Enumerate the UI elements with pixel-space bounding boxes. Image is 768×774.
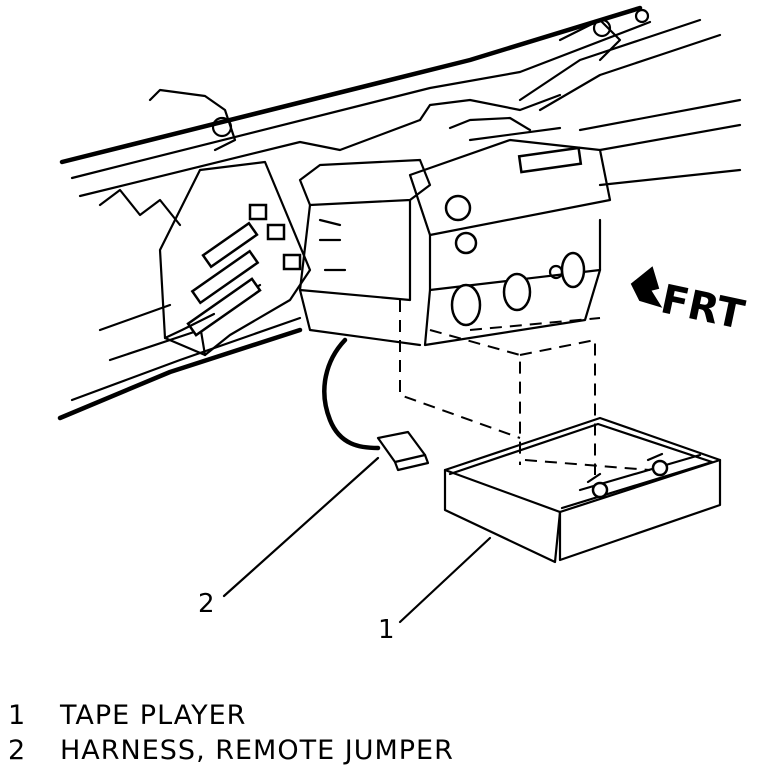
callout-leader-2 [222, 456, 380, 598]
callout-number-2: 2 [198, 589, 215, 619]
remote-jumper-harness [322, 337, 430, 472]
legend-item: 1 TAPE PLAYER [8, 698, 454, 733]
direction-label: FRT [657, 276, 749, 339]
legend-number: 1 [8, 700, 27, 731]
legend-text: TAPE PLAYER [60, 700, 247, 731]
instrument-panel-carrier [57, 5, 742, 421]
legend-item: 2 HARNESS, REMOTE JUMPER [8, 733, 454, 768]
legend-number: 2 [8, 735, 27, 766]
parts-legend: 1 TAPE PLAYER 2 HARNESS, REMOTE JUMPER [8, 698, 454, 768]
callouts: 2 1 [198, 456, 492, 645]
legend-text: HARNESS, REMOTE JUMPER [60, 735, 454, 766]
callout-number-1: 1 [378, 615, 395, 645]
side-duct-bracket [158, 160, 312, 357]
installation-guide-lines [399, 300, 651, 475]
front-direction-arrow: FRT [630, 266, 749, 339]
radio-receiver-assembly [298, 116, 612, 347]
callout-leader-1 [398, 536, 492, 624]
tape-player-unit [443, 416, 722, 564]
